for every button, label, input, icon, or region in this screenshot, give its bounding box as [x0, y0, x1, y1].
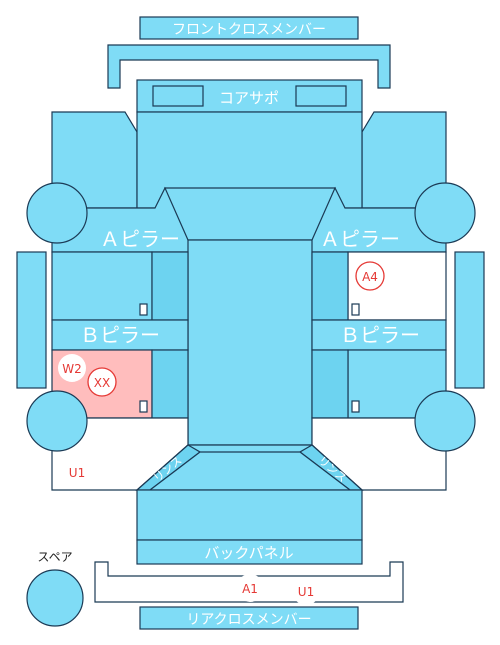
core-support-right-slot: [295, 85, 347, 107]
right-front-door-glass: [311, 251, 349, 321]
left-rear-door-handle-icon: [139, 400, 148, 413]
left-front-door[interactable]: [51, 251, 153, 321]
front-bumper-reinforcement[interactable]: [107, 44, 391, 89]
tire-front-left[interactable]: [26, 182, 88, 244]
mark-u1-bottom-bg: [292, 577, 320, 605]
mark-xx[interactable]: XX: [94, 376, 110, 390]
back-panel-label: バックパネル: [204, 544, 293, 562]
right-rear-door-glass: [311, 349, 349, 419]
right-b-pillar[interactable]: [311, 319, 447, 351]
trunk-floor[interactable]: [136, 489, 363, 541]
windshield[interactable]: [164, 187, 336, 241]
left-b-pillar-label: Ｂピラー: [80, 323, 160, 347]
tire-spare[interactable]: [26, 569, 84, 627]
right-b-pillar-label: Ｂピラー: [340, 323, 420, 347]
mark-xx-ring: [87, 367, 117, 397]
front-cross-member-panel[interactable]: [139, 16, 359, 40]
left-front-door-handle-icon: [139, 303, 148, 316]
core-support-left-slot: [152, 85, 204, 107]
front-cross-member-label: フロントクロスメンバー: [172, 22, 326, 38]
right-front-door-handle-icon: [351, 303, 360, 316]
left-rear-door-glass: [151, 349, 189, 419]
tire-rear-left[interactable]: [26, 390, 88, 452]
mark-a4[interactable]: A4: [362, 270, 378, 284]
mark-w2[interactable]: W2: [62, 362, 82, 376]
rear-cross-member-panel[interactable]: [139, 606, 359, 630]
mark-u1-side[interactable]: U1: [69, 466, 85, 480]
left-side-sill[interactable]: [16, 251, 47, 389]
mark-a4-ring: [355, 261, 385, 291]
left-front-door-glass: [151, 251, 189, 321]
mark-a1[interactable]: A1: [242, 582, 258, 596]
mark-w2-bg: [58, 354, 86, 382]
right-side-sill[interactable]: [454, 251, 485, 389]
roof-panel[interactable]: [187, 239, 313, 446]
right-a-pillar-label: Ａピラー: [320, 227, 400, 251]
spare-label: スペア: [37, 550, 72, 564]
left-a-pillar-label: Ａピラー: [100, 227, 180, 251]
tire-rear-right[interactable]: [414, 390, 476, 452]
rear-cross-member-label: リアクロスメンバー: [186, 612, 311, 628]
mark-a1-bg: [236, 574, 264, 602]
back-panel[interactable]: [136, 539, 363, 565]
mark-u1-bottom[interactable]: U1: [298, 585, 314, 599]
core-support-label: コアサポ: [219, 89, 279, 107]
right-rear-door-handle-icon: [351, 400, 360, 413]
tire-front-right[interactable]: [414, 182, 476, 244]
left-b-pillar[interactable]: [51, 319, 189, 351]
